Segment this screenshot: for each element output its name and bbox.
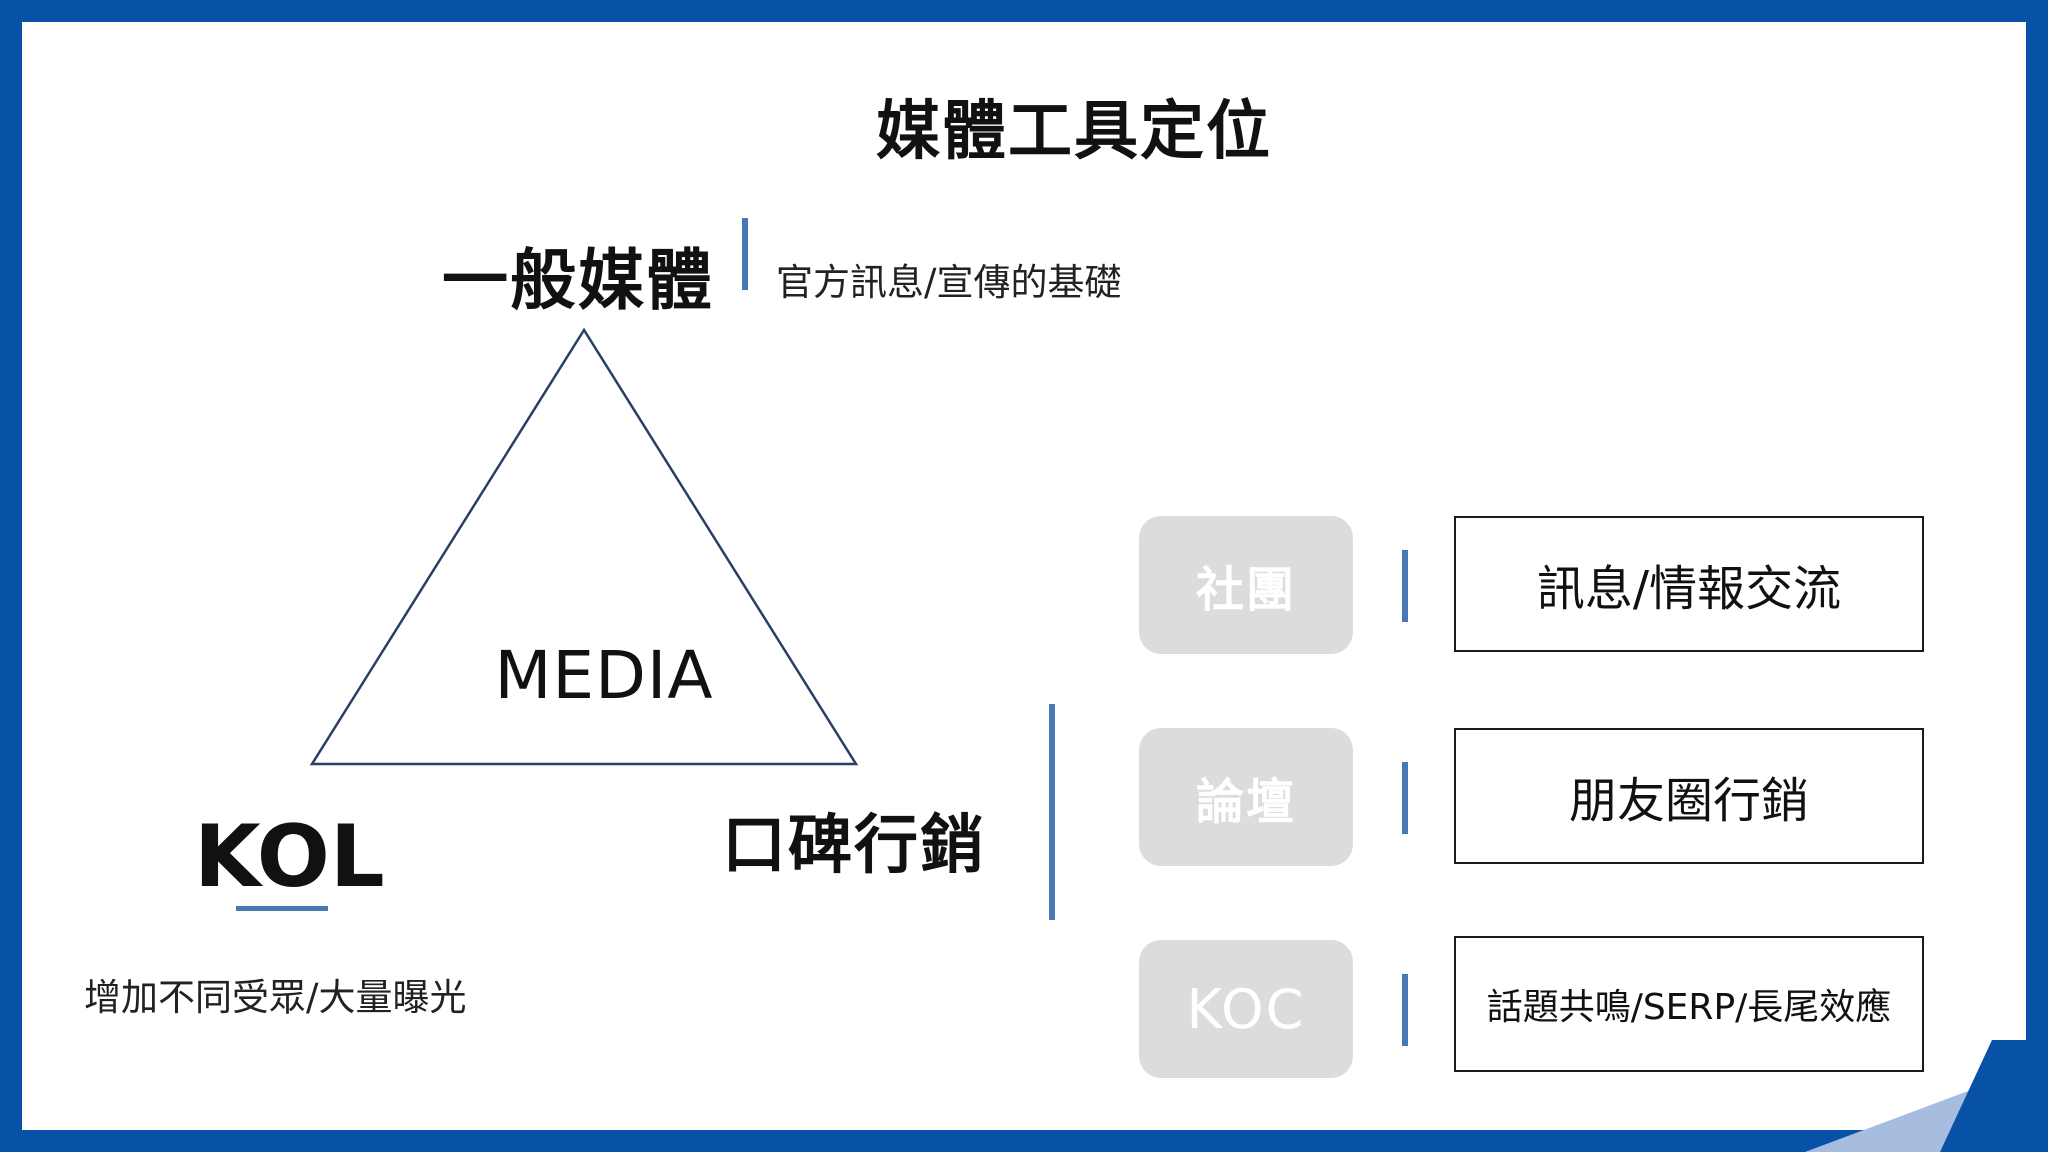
channel-pill-forum: 論壇 xyxy=(1139,728,1353,866)
channel-divider-community xyxy=(1402,550,1408,622)
channel-desc-community: 訊息/情報交流 xyxy=(1454,516,1924,652)
channel-divider-koc xyxy=(1402,974,1408,1046)
channel-pill-koc: KOC xyxy=(1139,940,1353,1078)
general-media-divider xyxy=(742,218,748,290)
slide: 媒體工具定位 一般媒體 官方訊息/宣傳的基礎 MEDIA KOL 增加不同受眾/… xyxy=(22,22,2026,1130)
word-of-mouth-label: 口碑行銷 xyxy=(722,809,986,883)
media-triangle xyxy=(309,327,859,766)
word-of-mouth-bracket-line xyxy=(1049,704,1055,920)
channel-desc-koc: 話題共鳴/SERP/長尾效應 xyxy=(1454,936,1924,1072)
slide-title: 媒體工具定位 xyxy=(876,95,1272,169)
channel-divider-forum xyxy=(1402,762,1408,834)
kol-description: 增加不同受眾/大量曝光 xyxy=(84,976,467,1019)
channel-desc-forum: 朋友圈行銷 xyxy=(1454,728,1924,864)
kol-underline xyxy=(236,906,328,911)
media-triangle-diagram xyxy=(309,327,859,766)
kol-label: KOL xyxy=(194,807,385,907)
general-media-label: 一般媒體 xyxy=(442,242,714,319)
general-media-description: 官方訊息/宣傳的基礎 xyxy=(776,261,1122,304)
channel-pill-community: 社團 xyxy=(1139,516,1353,654)
media-center-label: MEDIA xyxy=(494,637,714,714)
